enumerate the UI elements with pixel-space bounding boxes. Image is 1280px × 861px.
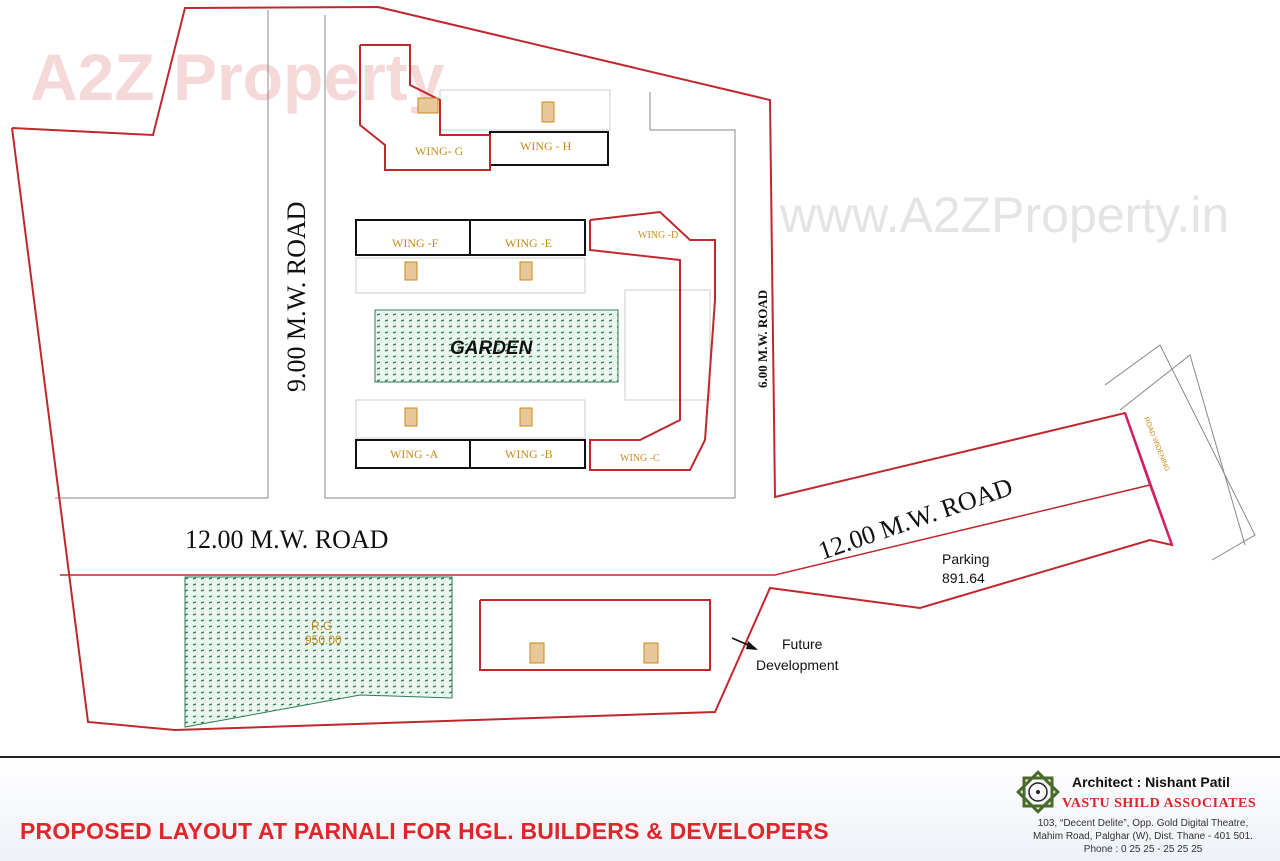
address-line-2: Mahim Road, Palghar (W), Dist. Thane - 4…: [1033, 831, 1253, 842]
wing-a-label: WING -A: [390, 447, 439, 461]
road-12m-left-label: 12.00 M.W. ROAD: [185, 525, 388, 554]
title-block: PROPOSED LAYOUT AT PARNALI FOR HGL. BUIL…: [0, 756, 1280, 861]
wing-g-block: [359, 44, 491, 171]
wing-labels: WING -A WING -B WING -C WING -D WING -E …: [390, 139, 678, 464]
rg-label: R.G: [311, 619, 332, 633]
firm-name: VASTU SHILD ASSOCIATES: [1062, 796, 1257, 811]
parking-area-value: 891.64: [942, 570, 985, 586]
watermark-brand: A2Z Property: [30, 40, 445, 114]
site-plan: A2Z Property www.A2ZProperty.in WING -A …: [11, 5, 1256, 732]
future-development-line1: Future: [782, 636, 823, 652]
red-wings: [359, 44, 716, 671]
wing-f-block: [355, 219, 471, 256]
road-widening-inner: [1119, 354, 1246, 546]
rg-area-value: 950.00: [305, 633, 342, 647]
architect-name: Architect : Nishant Patil: [1072, 774, 1230, 790]
wing-c-label: WING -C: [620, 453, 660, 464]
road-widening-outline: [1104, 344, 1256, 561]
wing-a-block: [355, 439, 471, 469]
arrow-icon: [746, 641, 758, 650]
wing-b-label: WING -B: [505, 447, 553, 461]
rg-area: [184, 576, 453, 728]
wing-d-label: WING -D: [638, 230, 678, 241]
wing-h-label: WING - H: [520, 139, 572, 153]
wing-e-label: WING -E: [505, 236, 552, 250]
firm-address: 103, “Decent Delite”, Opp. Gold Digital …: [1018, 817, 1268, 856]
road-edge-line: [60, 484, 1151, 576]
phone: Phone : 0 25 25 - 25 25 25: [1083, 844, 1203, 855]
left-plot-outline: [55, 10, 269, 499]
wing-f-label: WING -F: [392, 236, 439, 250]
road-6m-label: 6.00 M.W. ROAD: [755, 290, 770, 388]
buildings: [355, 131, 609, 469]
future-development-line2: Development: [756, 657, 839, 673]
parking-label: Parking: [942, 551, 989, 567]
watermark-url: www.A2ZProperty.in: [779, 187, 1229, 243]
road-9m-label: 9.00 M.W. ROAD: [282, 202, 311, 392]
wing-cd-block: [589, 210, 716, 471]
main-plot-outline: [324, 15, 736, 499]
firm-logo-icon: [1016, 770, 1060, 814]
garden-area: [374, 309, 619, 383]
wing-g-label: WING- G: [415, 144, 464, 158]
drawing-title: PROPOSED LAYOUT AT PARNALI FOR HGL. BUIL…: [20, 818, 829, 844]
wing-e-block: [469, 219, 586, 256]
wing-b-block: [469, 439, 586, 469]
address-line-1: 103, “Decent Delite”, Opp. Gold Digital …: [1037, 818, 1249, 829]
road-widening-edge: [1123, 412, 1174, 546]
garden-label: GARDEN: [450, 338, 534, 359]
future-block: [479, 599, 711, 671]
building-outlines-grey: [355, 89, 711, 439]
staircases: [404, 97, 659, 664]
wing-h-block: [489, 131, 609, 166]
